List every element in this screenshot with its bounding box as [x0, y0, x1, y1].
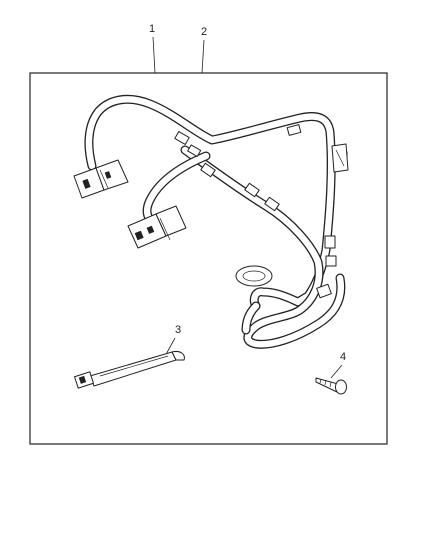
connector-upper-left — [73, 159, 129, 199]
callout-1-leader — [152, 36, 156, 74]
wiring-harness — [73, 94, 349, 349]
callout-1-label: 1 — [149, 23, 155, 35]
grommet — [235, 265, 273, 287]
connector-right — [331, 143, 349, 173]
callout-3-label: 3 — [175, 324, 181, 336]
callout-2-label: 2 — [201, 26, 207, 38]
screw-head — [335, 379, 347, 395]
callout-2-leader — [201, 39, 205, 74]
diagram-frame — [29, 72, 388, 445]
callout-4-leader — [330, 364, 343, 379]
callout-4-label: 4 — [340, 351, 346, 363]
harness-clips — [174, 124, 348, 299]
connector-middle-left — [127, 205, 187, 249]
cable-tie — [74, 351, 185, 389]
screw — [315, 377, 347, 395]
